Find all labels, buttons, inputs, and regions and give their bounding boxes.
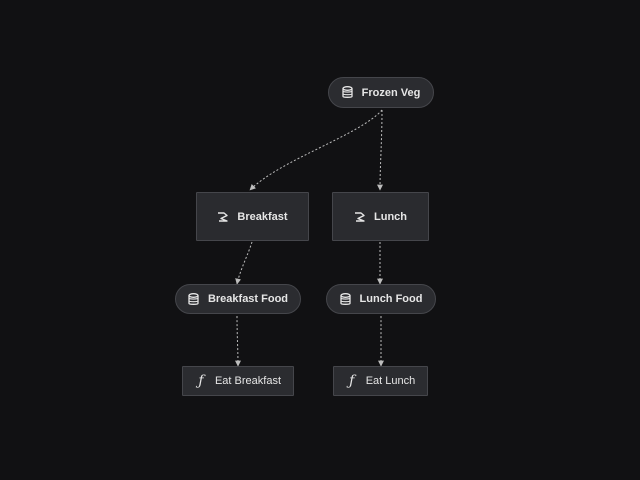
node-eat-lunch[interactable]: ƒ Eat Lunch bbox=[333, 366, 428, 396]
database-icon bbox=[340, 292, 352, 306]
transform-icon bbox=[354, 210, 366, 224]
node-lunch-food[interactable]: Lunch Food bbox=[326, 284, 436, 314]
node-frozen-veg[interactable]: Frozen Veg bbox=[328, 77, 434, 108]
node-breakfast-food[interactable]: Breakfast Food bbox=[175, 284, 301, 314]
edge-frozen-veg-to-lunch bbox=[377, 109, 384, 191]
transform-icon bbox=[217, 210, 229, 224]
node-label: Eat Lunch bbox=[365, 375, 416, 387]
node-breakfast[interactable]: Breakfast bbox=[196, 192, 309, 241]
node-label: Eat Breakfast bbox=[214, 375, 282, 387]
node-label: Breakfast Food bbox=[207, 293, 289, 305]
node-eat-breakfast[interactable]: ƒ Eat Breakfast bbox=[182, 366, 294, 396]
function-icon: ƒ bbox=[349, 373, 355, 389]
node-lunch[interactable]: Lunch bbox=[332, 192, 429, 241]
database-icon bbox=[188, 292, 200, 306]
node-label: Frozen Veg bbox=[361, 86, 421, 99]
edge-breakfast-to-breakfast-food bbox=[235, 241, 253, 285]
edge-frozen-veg-to-breakfast bbox=[249, 109, 383, 191]
node-label: Lunch Food bbox=[359, 293, 423, 305]
function-icon: ƒ bbox=[198, 373, 204, 389]
node-label: Breakfast bbox=[237, 210, 288, 223]
edge-breakfast-food-to-eat-breakfast bbox=[234, 315, 241, 367]
database-icon bbox=[342, 86, 354, 100]
node-label: Lunch bbox=[374, 210, 407, 223]
